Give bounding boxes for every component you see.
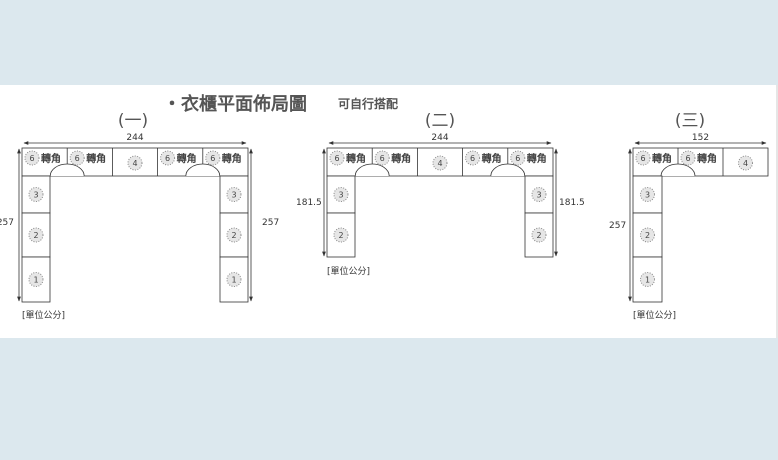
- cell-number-badge: [205, 150, 221, 166]
- cell-number-badge: [28, 227, 44, 243]
- width-dimension-value: 244: [431, 133, 448, 143]
- cell-number-badge: [329, 150, 345, 166]
- cell-number: 3: [33, 191, 38, 200]
- width-dimension-value: 244: [126, 133, 143, 143]
- cell-number-badge: [24, 150, 40, 166]
- corner-label: 轉角: [177, 152, 197, 165]
- width-dimension-value: 152: [692, 133, 709, 143]
- corner-label: 轉角: [697, 152, 717, 165]
- cell-number-badge: [640, 227, 655, 243]
- cell-number-badge: [374, 150, 390, 166]
- cell-number-badge: [333, 187, 349, 202]
- cell-number-badge: [510, 150, 526, 166]
- layout-label: (一): [118, 111, 148, 131]
- cell-number: 2: [33, 231, 38, 240]
- cell-number: 3: [536, 191, 541, 200]
- cell-number: 3: [231, 191, 236, 200]
- cell-number-badge: [640, 272, 655, 287]
- unit-label: [單位公分]: [633, 309, 676, 321]
- cell-number: 2: [536, 231, 541, 240]
- cell-number: 6: [334, 154, 339, 163]
- cell-number: 2: [645, 231, 650, 240]
- cell-number: 1: [645, 276, 650, 285]
- cell-number: 2: [338, 231, 343, 240]
- cell-number: 4: [743, 159, 748, 168]
- page-title: ・衣櫃平面佈局圖: [163, 93, 307, 115]
- cell-number-badge: [465, 150, 481, 166]
- cell-number-badge: [28, 187, 44, 202]
- corner-label: 轉角: [346, 152, 366, 165]
- cell-number-badge: [680, 150, 696, 166]
- layout-label: (二): [425, 111, 455, 131]
- corner-label: 轉角: [222, 152, 242, 165]
- corner-label: 轉角: [41, 152, 61, 165]
- corner-label: 轉角: [527, 152, 547, 165]
- cell-number: 6: [640, 154, 645, 163]
- cell-number-badge: [333, 227, 349, 243]
- height-dimension-value: 257: [609, 221, 626, 231]
- corner-door-arc: [185, 163, 221, 177]
- layout-diagram-2: (二) 244 181.5 181.5 6 轉角 6 轉角 4 6 轉角 6 轉角 3 2 3 2 [單位公分]: [296, 111, 585, 277]
- layout-diagram-1: (一) 244 257 257 6 轉角 6 轉角 4 6 轉角 6 轉角 3 2 1 3 2 1 [單位公分]: [0, 111, 279, 321]
- cell-number: 6: [380, 154, 385, 163]
- cell-number-badge: [226, 187, 242, 202]
- cell-number-badge: [226, 227, 242, 243]
- cell-number-badge: [160, 150, 176, 166]
- left-cabinet-cell: [21, 256, 51, 303]
- cell-number: 6: [75, 154, 80, 163]
- unit-label: [單位公分]: [327, 265, 370, 277]
- cell-number-badge: [640, 187, 655, 202]
- unit-label: [單位公分]: [22, 309, 65, 321]
- corner-door-arc: [660, 163, 696, 177]
- cell-number-badge: [635, 150, 651, 166]
- cell-number: 1: [33, 276, 38, 285]
- layout-diagram-3: (三) 152 257 6 轉角 6 轉角 4 3 2 1 [單位公分]: [609, 111, 769, 321]
- cell-number: 4: [132, 159, 137, 168]
- height-dimension-value: 181.5: [296, 198, 322, 208]
- cell-number: 6: [165, 154, 170, 163]
- panel-edge: [776, 85, 778, 338]
- height-dimension-value-right: 181.5: [559, 198, 585, 208]
- cell-number-badge: [226, 272, 242, 287]
- corner-label: 轉角: [652, 152, 672, 165]
- cell-number-badge: [69, 150, 85, 166]
- cell-number: 6: [470, 154, 475, 163]
- corner-door-arc: [354, 163, 390, 177]
- cell-number-badge: [28, 272, 44, 287]
- corner-label: 轉角: [391, 152, 411, 165]
- cell-number: 6: [685, 154, 690, 163]
- corner-door-arc: [490, 163, 526, 177]
- cell-number: 3: [645, 191, 650, 200]
- height-dimension-value: 257: [0, 218, 14, 228]
- cell-number: 2: [231, 231, 236, 240]
- cell-number-badge: [432, 155, 448, 171]
- cell-number-badge: [531, 227, 547, 243]
- corner-label: 轉角: [482, 152, 502, 165]
- cell-number: 6: [515, 154, 520, 163]
- cell-number: 6: [29, 154, 34, 163]
- page-subtitle: 可自行搭配: [338, 96, 398, 111]
- cell-number-badge: [531, 187, 547, 202]
- cell-number: 6: [210, 154, 215, 163]
- cell-number: 1: [231, 276, 236, 285]
- height-dimension-value-right: 257: [262, 218, 279, 228]
- corner-label: 轉角: [86, 152, 106, 165]
- cell-number-badge: [127, 155, 143, 171]
- corner-door-arc: [49, 163, 85, 177]
- cell-number: 3: [338, 191, 343, 200]
- layout-label: (三): [675, 111, 705, 131]
- cell-number: 4: [437, 159, 442, 168]
- cell-number-badge: [738, 155, 753, 171]
